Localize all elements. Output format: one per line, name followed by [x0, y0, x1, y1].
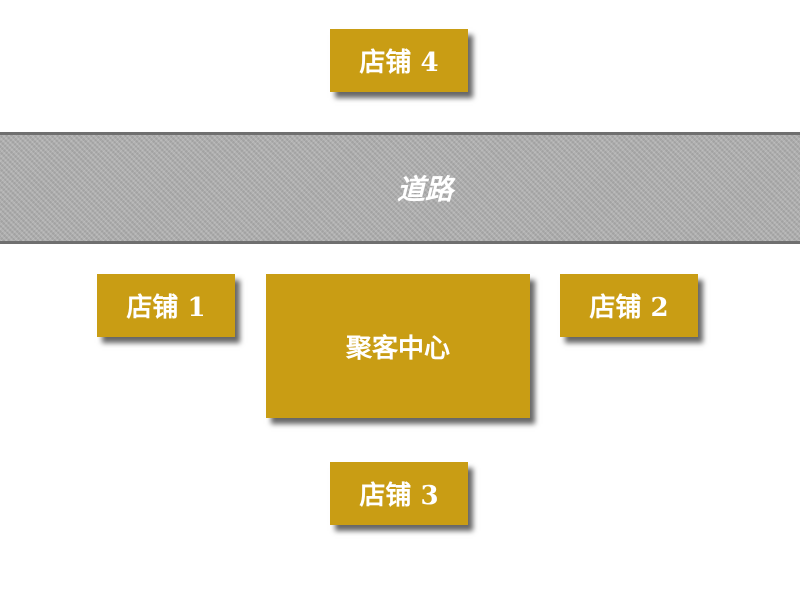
shop-4-label: 店铺 4: [359, 48, 439, 78]
customer-center-label: 聚客中心: [345, 333, 450, 364]
shop-2-label: 店铺 2: [589, 293, 669, 323]
shop-4: 店铺 4: [330, 29, 468, 92]
shop-3: 店铺 3: [330, 462, 468, 525]
shop-3-label: 店铺 3: [359, 481, 439, 511]
shop-2: 店铺 2: [560, 274, 698, 337]
shop-1: 店铺 1: [97, 274, 235, 337]
shop-1-label: 店铺 1: [126, 293, 206, 323]
road-label: 道路: [396, 173, 453, 206]
customer-center: 聚客中心: [266, 274, 530, 418]
road: 道路: [0, 132, 800, 244]
